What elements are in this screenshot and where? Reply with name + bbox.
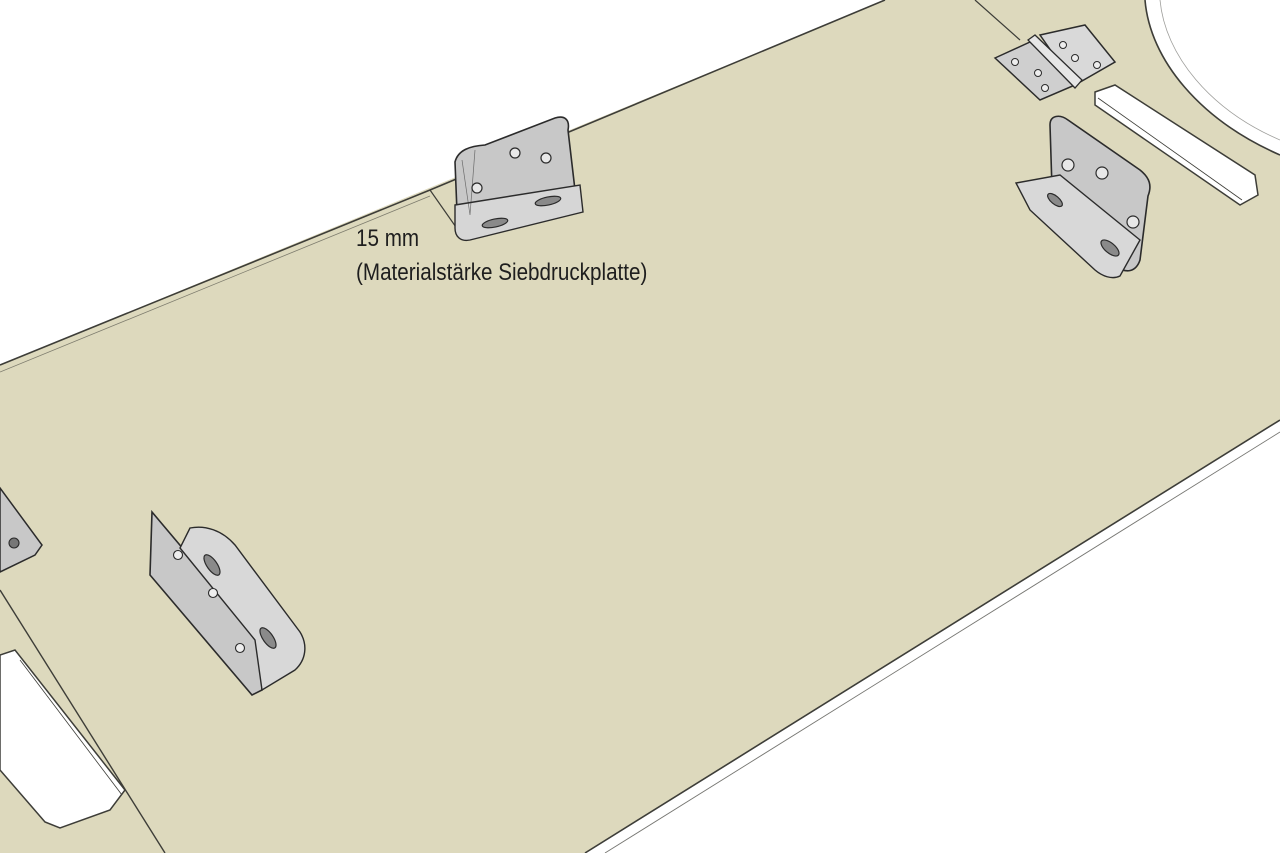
handle-slot-top-right: [1094, 84, 1259, 206]
hinge-top-right: [993, 24, 1117, 101]
bracket-top-center: [454, 116, 584, 242]
board-right-edge: [584, 419, 1280, 853]
bracket-left-edge: [0, 486, 43, 573]
material-note: (Materialstärke Siebdruckplatte): [356, 259, 648, 286]
board-right-curve: [1144, 0, 1280, 156]
bracket-top-right: [1014, 115, 1151, 279]
thickness-annotation: 15 mm (Materialstärke Siebdruckplatte): [356, 222, 647, 290]
board-bottom-left-edge: [0, 589, 166, 853]
hinge-knuckle: [1027, 34, 1083, 89]
bracket-bottom-left: [149, 509, 306, 696]
thickness-value: 15 mm: [356, 225, 420, 252]
board-seam-right: [974, 0, 1021, 41]
handle-slot-bottom-left: [0, 649, 126, 829]
